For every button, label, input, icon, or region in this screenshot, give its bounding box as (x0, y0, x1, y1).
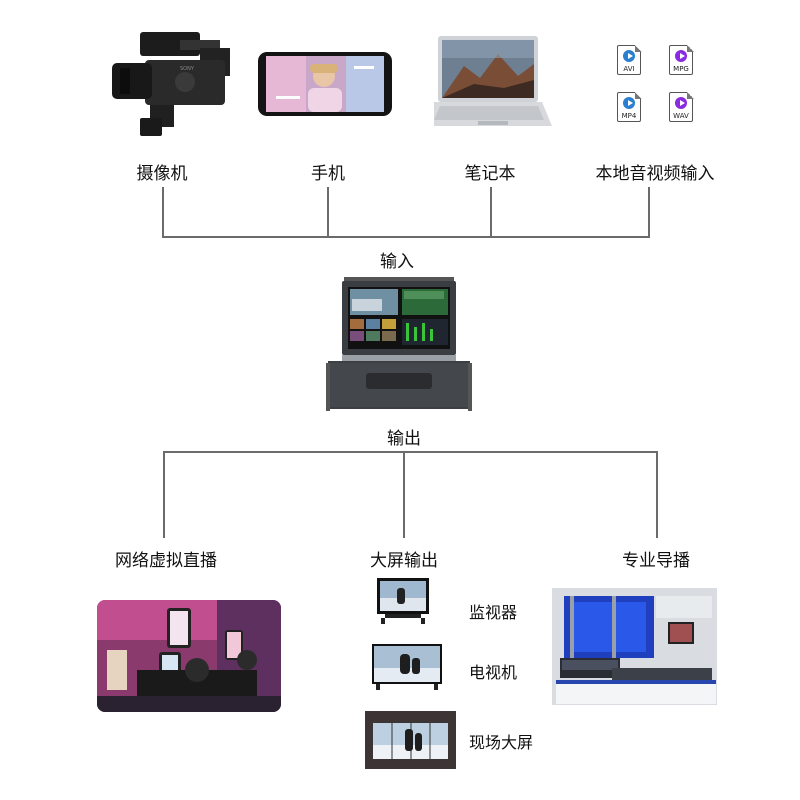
phone-image (258, 52, 392, 116)
input-label: 输入 (380, 252, 414, 272)
monitor-label: 监视器 (469, 603, 518, 622)
connector-line (163, 451, 165, 538)
connector-line (490, 187, 492, 237)
local-av-input-label: 本地音视频输入 (595, 164, 715, 184)
connector-line (163, 451, 658, 453)
virtual-live-photo (97, 600, 281, 712)
connector-line (162, 236, 650, 238)
mp4-file-icon: MP4 (617, 91, 642, 122)
avi-file-icon: AVI (617, 44, 642, 75)
laptop-label: 笔记本 (464, 164, 516, 184)
tv-image (372, 644, 442, 690)
connector-line (403, 451, 405, 538)
connector-line (327, 187, 329, 237)
video-wall-image (365, 711, 456, 769)
virtual-live-label: 网络虚拟直播 (115, 551, 217, 571)
output-label: 输出 (387, 429, 421, 449)
camera-image: SONY (112, 32, 230, 136)
tv-label: 电视机 (469, 663, 518, 682)
connector-line (656, 451, 658, 538)
phone-label: 手机 (311, 164, 345, 184)
svg-text:SONY: SONY (180, 66, 195, 72)
big-screen-output-label: 大屏输出 (370, 551, 438, 571)
pro-directing-label: 专业导播 (622, 551, 690, 571)
connector-line (162, 187, 164, 237)
monitor-image (377, 578, 429, 624)
portable-director-device-image (326, 277, 472, 411)
laptop-image (434, 36, 552, 126)
mpg-file-icon: MPG (669, 44, 694, 75)
camera-label: 摄像机 (136, 164, 188, 184)
wav-file-icon: WAV (669, 91, 694, 122)
pro-studio-photo (552, 588, 717, 705)
video-wall-label: 现场大屏 (469, 733, 534, 752)
connector-line (648, 187, 650, 237)
